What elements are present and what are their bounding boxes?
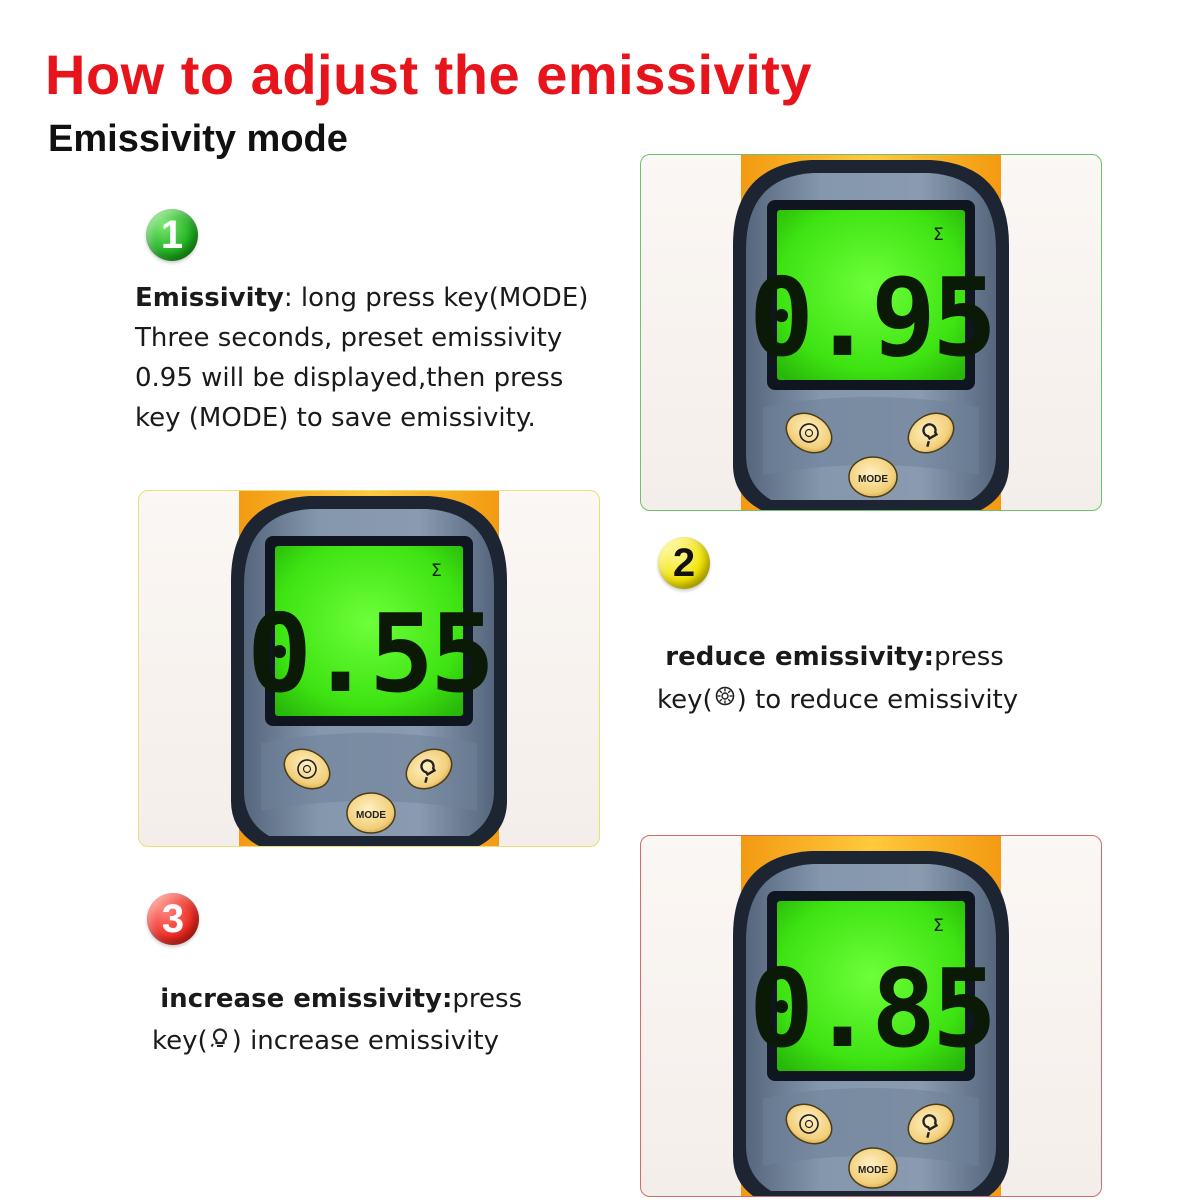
step-1-line-4: key (MODE) to save emissivity. [135,403,536,433]
mode-button-label: MODE [858,474,888,485]
emissivity-symbol: Σ [933,916,944,936]
mode-button[interactable]: MODE [848,456,898,498]
lcd-reading: 0.85 [749,947,993,1072]
increase-button[interactable] [399,741,459,796]
step-1-bold-label: Emissivity [135,283,284,313]
step-1-line-2: Three seconds, preset emissivity [135,323,563,353]
step-3-bold-label: increase emissivity: [160,984,453,1014]
gear-icon [713,679,737,722]
mode-button-label: MODE [858,1165,888,1176]
lcd-reading: 0.55 [247,592,491,717]
increase-button[interactable] [901,1096,961,1151]
thermometer-photo-055: Σ 0.55 MODE [138,490,600,847]
lcd-reading: 0.95 [749,256,993,381]
step-1-badge: 1 [146,209,198,261]
step-2-line-2-pre: key( [657,685,713,715]
bulb-icon [208,1021,232,1063]
step-3-badge: 3 [147,893,199,945]
step-3-description: increase emissivity:press key( ) increase… [152,978,592,1063]
step-1-line-3: 0.95 will be displayed,then press [135,363,564,393]
page-subtitle: Emissivity mode [48,118,348,160]
step-2-badge: 2 [658,537,710,589]
step-1-line-1: : long press key(MODE) [283,283,589,313]
reduce-button[interactable] [779,405,839,460]
step-3-line-2-pre: key( [152,1026,208,1056]
page-title: How to adjust the emissivity [45,43,813,106]
thermometer-photo-095: Σ 0.95 MODE [640,154,1102,511]
mode-button[interactable]: MODE [848,1147,898,1189]
thermometer-photo-085: Σ 0.85 MODE [640,835,1102,1197]
reduce-button[interactable] [277,741,337,796]
step-2-line-2-post: ) to reduce emissivity [736,685,1019,715]
step-1-description: Emissivity: long press key(MODE) Three s… [135,278,635,438]
increase-button[interactable] [901,405,961,460]
emissivity-symbol: Σ [431,561,442,581]
step-2-description: reduce emissivity:press key( ) to reduce … [657,636,1097,722]
mode-button[interactable]: MODE [346,792,396,834]
emissivity-symbol: Σ [933,225,944,245]
step-3-line-2-post: ) increase emissivity [231,1026,499,1056]
mode-button-label: MODE [356,810,386,821]
reduce-button[interactable] [779,1096,839,1151]
step-2-line-1-rest: press [934,642,1004,672]
step-2-bold-label: reduce emissivity: [665,642,935,672]
step-3-line-1-rest: press [452,984,523,1014]
